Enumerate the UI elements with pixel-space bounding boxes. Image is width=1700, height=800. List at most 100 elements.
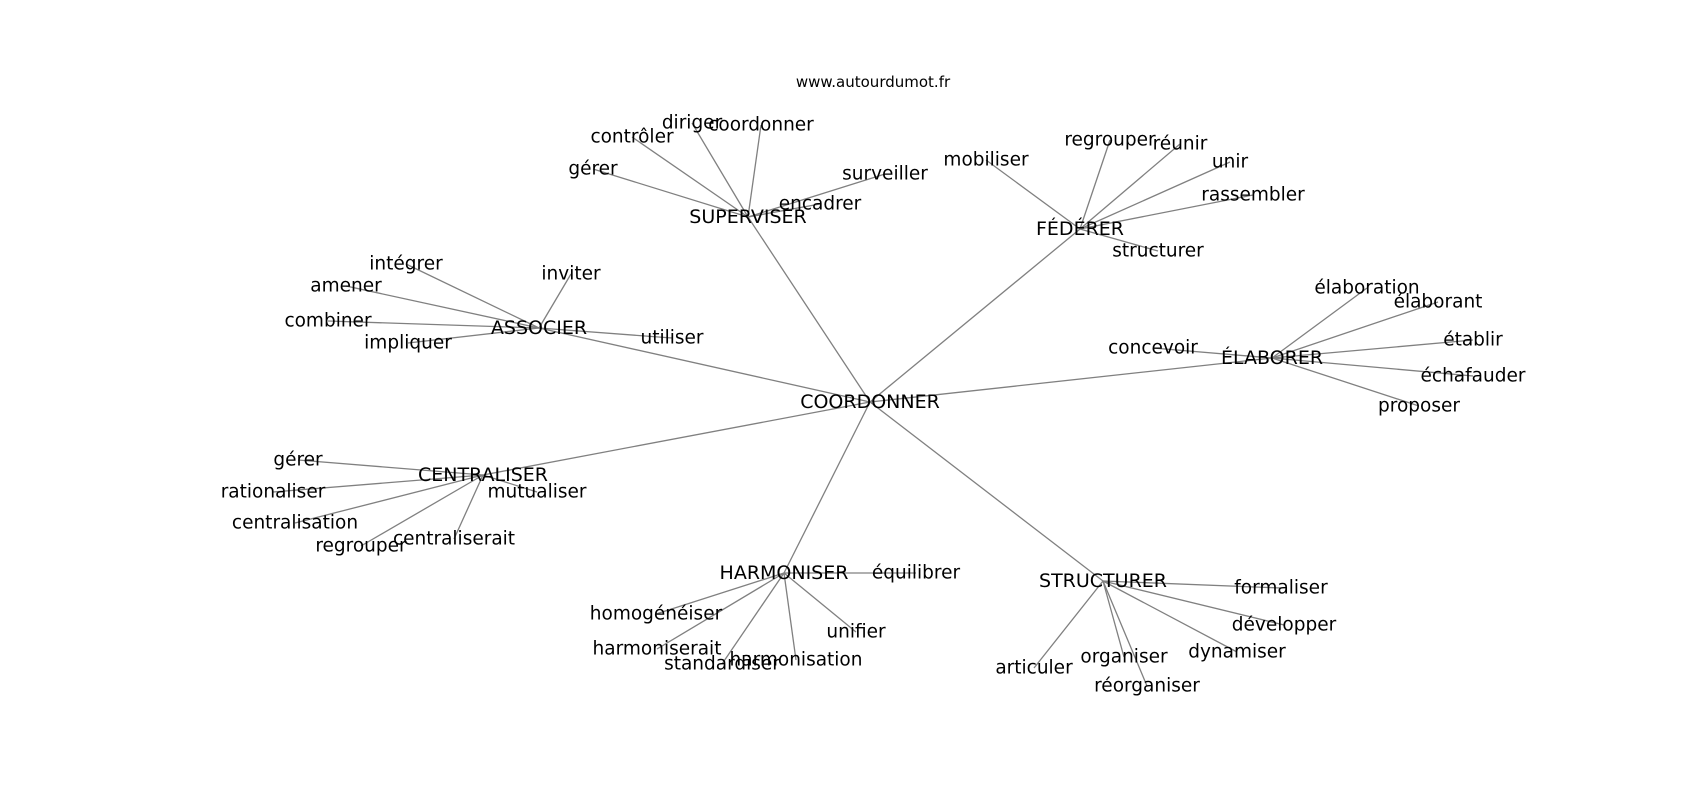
leaf-node-federate-1: regrouper xyxy=(1064,130,1156,151)
leaf-node-centralize-3: centralisation xyxy=(232,513,358,534)
leaf-node-structure-5: réorganiser xyxy=(1094,676,1200,697)
leaf-node-centralize-0: gérer xyxy=(273,450,323,471)
leaf-node-elaborate-4: échafauder xyxy=(1421,366,1526,387)
edge-supervise-4 xyxy=(747,173,886,218)
leaf-node-associate-3: combiner xyxy=(284,311,372,332)
edge-elaborate-5 xyxy=(1271,357,1420,407)
edge-federate-5 xyxy=(1079,228,1159,252)
edge-root-centralize xyxy=(482,401,871,476)
leaf-node-supervise-5: encadrer xyxy=(779,194,862,215)
edge-structure-5 xyxy=(1102,580,1148,687)
edge-supervise-2 xyxy=(691,122,749,218)
leaf-node-supervise-0: gérer xyxy=(568,159,618,180)
edge-structure-3 xyxy=(1102,580,1125,658)
hub-node-centralize: CENTRALISER xyxy=(418,464,548,486)
hub-node-harmonize: HARMONISER xyxy=(720,562,849,584)
edge-elaborate-2 xyxy=(1152,347,1273,359)
edge-supervise-5 xyxy=(747,203,821,218)
leaf-node-associate-4: impliquer xyxy=(364,333,452,354)
leaf-node-structure-2: dynamiser xyxy=(1188,642,1286,663)
edge-root-associate xyxy=(538,327,871,403)
leaf-node-supervise-1: contrôler xyxy=(590,127,674,148)
leaf-node-centralize-1: rationaliser xyxy=(221,482,326,503)
edge-root-elaborate xyxy=(869,357,1273,403)
leaf-node-supervise-3: coordonner xyxy=(708,115,814,136)
leaf-node-structure-1: développer xyxy=(1232,615,1337,636)
edge-supervise-0 xyxy=(592,168,749,218)
leaf-node-elaborate-2: concevoir xyxy=(1108,338,1198,359)
edge-root-structure xyxy=(869,401,1104,582)
leaf-node-associate-1: amener xyxy=(310,276,382,297)
leaf-node-harmonize-4: standardiser xyxy=(664,654,780,675)
leaf-node-supervise-4: surveiller xyxy=(842,164,928,185)
leaf-node-harmonize-1: homogénéiser xyxy=(590,604,723,625)
leaf-node-federate-2: réunir xyxy=(1153,134,1208,155)
leaf-node-centralize-5: regrouper xyxy=(315,536,407,557)
hub-node-supervise: SUPERVISER xyxy=(689,206,806,228)
edge-federate-4 xyxy=(1079,194,1254,230)
edge-harmonize-1 xyxy=(655,572,785,615)
edge-centralize-1 xyxy=(272,474,484,493)
leaf-node-centralize-2: mutualiser xyxy=(488,482,587,503)
leaf-node-federate-0: mobiliser xyxy=(943,150,1029,171)
source-url: www.autourdumot.fr xyxy=(796,73,951,91)
edge-associate-4 xyxy=(407,327,540,344)
leaf-node-centralize-4: centraliserait xyxy=(393,529,515,550)
edge-centralize-4 xyxy=(453,474,484,540)
leaf-node-harmonize-0: équilibrer xyxy=(872,563,961,584)
edge-federate-0 xyxy=(985,159,1081,230)
leaf-node-harmonize-3: harmoniserait xyxy=(593,639,722,660)
graph-edges xyxy=(272,122,1474,687)
edge-associate-0 xyxy=(405,263,540,329)
leaf-node-elaborate-3: établir xyxy=(1443,330,1503,351)
leaf-node-elaborate-0: élaboration xyxy=(1314,278,1419,299)
edge-elaborate-3 xyxy=(1271,339,1474,359)
edge-structure-2 xyxy=(1102,580,1238,653)
edge-federate-1 xyxy=(1079,139,1111,230)
edge-centralize-5 xyxy=(360,474,484,547)
hub-node-federate: FÉDÉRER xyxy=(1036,217,1124,240)
edge-harmonize-4 xyxy=(721,572,785,665)
leaf-node-federate-5: structurer xyxy=(1112,241,1204,262)
leaf-node-elaborate-1: élaborant xyxy=(1394,292,1483,313)
edge-root-federate xyxy=(869,228,1081,403)
edge-harmonize-5 xyxy=(783,572,797,661)
edge-centralize-2 xyxy=(482,474,538,493)
leaf-node-associate-2: inviter xyxy=(541,264,601,285)
leaf-node-federate-3: unir xyxy=(1212,152,1249,173)
edge-structure-1 xyxy=(1102,580,1285,626)
edge-structure-0 xyxy=(1102,580,1282,589)
leaf-node-associate-5: utiliser xyxy=(640,328,703,349)
leaf-node-associate-0: intégrer xyxy=(369,254,443,275)
root-node: COORDONNER xyxy=(800,391,940,413)
edge-associate-5 xyxy=(538,327,673,339)
edge-associate-2 xyxy=(538,273,572,329)
leaf-node-structure-4: articuler xyxy=(995,658,1073,679)
edge-harmonize-3 xyxy=(656,572,785,650)
leaf-node-harmonize-2: unifier xyxy=(826,622,886,643)
edge-federate-2 xyxy=(1079,143,1181,230)
edge-structure-4 xyxy=(1033,580,1104,669)
leaf-node-supervise-2: diriger xyxy=(662,113,723,134)
edge-federate-3 xyxy=(1079,161,1231,230)
edge-supervise-1 xyxy=(631,136,749,218)
leaf-node-harmonize-5: harmonisation xyxy=(730,650,863,671)
leaf-node-federate-4: rassembler xyxy=(1201,185,1305,206)
edge-centralize-3 xyxy=(294,474,484,524)
leaf-node-elaborate-5: proposer xyxy=(1378,396,1460,417)
leaf-node-structure-0: formaliser xyxy=(1234,578,1328,599)
edge-elaborate-1 xyxy=(1271,301,1439,359)
hub-node-structure: STRUCTURER xyxy=(1039,570,1167,592)
edge-associate-1 xyxy=(345,285,540,329)
edge-centralize-0 xyxy=(297,459,484,476)
hub-node-elaborate: ÉLABORER xyxy=(1221,346,1323,369)
edge-root-supervise xyxy=(747,216,871,403)
edge-elaborate-0 xyxy=(1271,287,1368,359)
hub-node-associate: ASSOCIER xyxy=(491,317,587,339)
graph-labels: COORDONNER SUPERVISER gérer contrôlerdirige… xyxy=(221,113,1526,697)
leaf-node-structure-3: organiser xyxy=(1080,647,1168,668)
edge-root-harmonize xyxy=(783,401,871,574)
edge-associate-3 xyxy=(327,320,540,329)
edge-harmonize-2 xyxy=(783,572,857,633)
